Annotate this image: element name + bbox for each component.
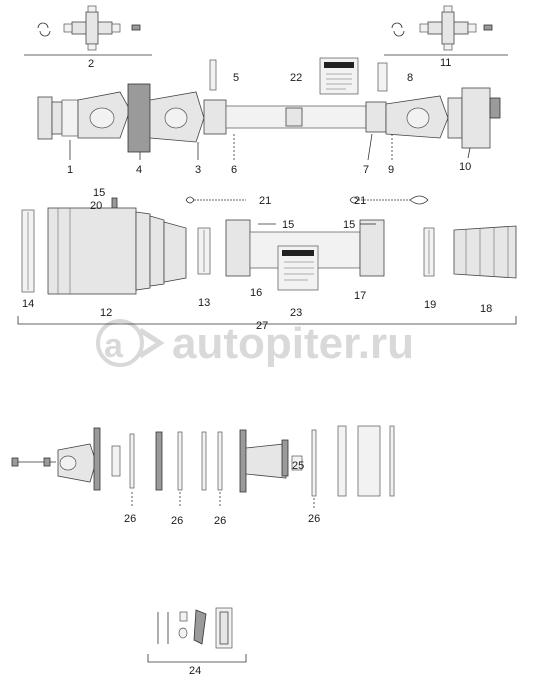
- label-15-right: 15: [343, 219, 355, 231]
- label-26-a: 26: [124, 513, 136, 525]
- leader-lines-top: [69, 133, 471, 161]
- label-17: 17: [354, 290, 366, 302]
- label-22: 22: [290, 72, 302, 84]
- cross-kit-right: [384, 5, 508, 56]
- guard-assembly: [17, 195, 517, 325]
- label-23: 23: [290, 307, 302, 319]
- pin-part-8: [377, 62, 388, 92]
- bracket-line-27: [17, 316, 517, 325]
- label-16: 16: [250, 287, 262, 299]
- label-10: 10: [459, 161, 471, 173]
- yoke-kit: [11, 425, 395, 508]
- label-7: 7: [363, 164, 369, 176]
- label-26-c: 26: [214, 515, 226, 527]
- label-19: 19: [424, 299, 436, 311]
- bracket-line-24: [147, 654, 247, 663]
- label-6: 6: [231, 164, 237, 176]
- label-14: 14: [22, 298, 34, 310]
- label-12: 12: [100, 307, 112, 319]
- label-1: 1: [67, 164, 73, 176]
- label-5: 5: [233, 72, 239, 84]
- label-26-d: 26: [308, 513, 320, 525]
- repair-kit-24: [147, 607, 247, 663]
- driveshaft-assembly: [37, 83, 501, 153]
- label-21-right: 21: [354, 195, 366, 207]
- watermark: a autopiter.ru: [96, 319, 414, 368]
- label-21-left: 21: [259, 195, 271, 207]
- label-11: 11: [440, 57, 451, 69]
- label-3: 3: [195, 164, 201, 176]
- label-24: 24: [189, 665, 201, 677]
- label-9: 9: [388, 164, 394, 176]
- label-13: 13: [198, 297, 210, 309]
- label-8: 8: [407, 72, 413, 84]
- label-25: 25: [292, 460, 304, 472]
- warning-label-22: [319, 57, 359, 95]
- label-2: 2: [88, 58, 94, 70]
- cross-kit-left: [24, 5, 152, 56]
- label-18: 18: [480, 303, 492, 315]
- watermark-text: autopiter.ru: [172, 319, 414, 368]
- label-20: 20: [90, 200, 102, 212]
- label-15-top: 15: [93, 187, 105, 199]
- svg-text:a: a: [104, 327, 124, 365]
- label-26-b: 26: [171, 515, 183, 527]
- part-labels: 2 11 5 22 8 1 4 3 6 7 9 10 15 20 21 21 1…: [22, 57, 492, 677]
- label-4: 4: [136, 164, 142, 176]
- label-27: 27: [256, 320, 268, 332]
- key-part-5: [209, 59, 217, 91]
- label-15-mid: 15: [282, 219, 294, 231]
